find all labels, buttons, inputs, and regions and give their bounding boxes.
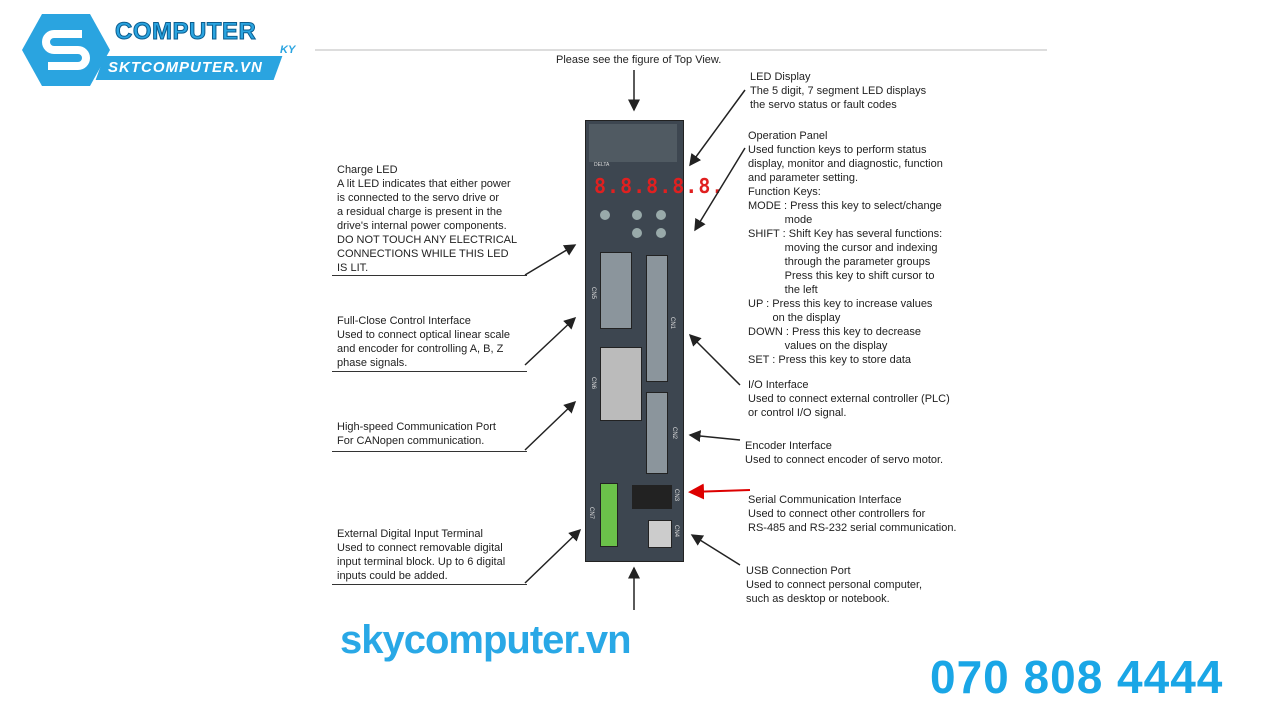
cn1-port bbox=[646, 255, 668, 382]
callout-title: Operation Panel bbox=[748, 130, 828, 142]
cn4-usb-port bbox=[648, 520, 672, 548]
cn6-port bbox=[600, 347, 642, 421]
brand-label: DELTA bbox=[594, 162, 610, 168]
cn7-terminal bbox=[600, 483, 618, 547]
cn2-port bbox=[646, 392, 668, 474]
callout-title: Full-Close Control Interface bbox=[337, 315, 471, 327]
callout-title: Serial Communication Interface bbox=[748, 494, 902, 506]
callout-title: Charge LED bbox=[337, 164, 398, 176]
callout-title: LED Display bbox=[750, 71, 811, 83]
set-button[interactable] bbox=[656, 228, 666, 238]
underline bbox=[332, 451, 527, 452]
callout-charge-led: Charge LED A lit LED indicates that eithe… bbox=[337, 163, 517, 275]
callout-title: Encoder Interface bbox=[745, 440, 832, 452]
phone-number: 070 808 4444 bbox=[930, 651, 1224, 703]
cn3-port bbox=[632, 485, 672, 509]
led-display: 8.8.8.8.8. bbox=[594, 174, 725, 198]
callout-body: A lit LED indicates that either power is… bbox=[337, 178, 518, 274]
callout-title: USB Connection Port bbox=[746, 565, 851, 577]
shift-button[interactable] bbox=[632, 210, 642, 220]
underline bbox=[332, 275, 527, 276]
callout-title: High-speed Communication Port bbox=[337, 421, 496, 433]
down-button[interactable] bbox=[632, 228, 642, 238]
mode-button[interactable] bbox=[600, 210, 610, 220]
callout-body: Used function keys to perform status dis… bbox=[748, 144, 943, 366]
callout-body: Used to connect removable digital input … bbox=[337, 542, 506, 582]
callout-title: I/O Interface bbox=[748, 379, 809, 391]
logo-hexagon-icon bbox=[22, 14, 110, 86]
top-caption: Please see the figure of Top View. bbox=[556, 54, 722, 66]
cn5-port bbox=[600, 252, 632, 329]
callout-body: Used to connect personal computer, such … bbox=[746, 579, 923, 605]
callout-body: Used to connect encoder of servo motor. bbox=[745, 454, 944, 466]
callout-body: Used to connect optical linear scale and… bbox=[337, 329, 511, 369]
underline bbox=[332, 371, 527, 372]
callout-title: External Digital Input Terminal bbox=[337, 528, 483, 540]
logo-url: SKTCOMPUTER.VN bbox=[108, 59, 263, 76]
divider bbox=[315, 49, 1047, 51]
logo-wordmark: COMPUTER bbox=[114, 18, 257, 46]
underline bbox=[332, 584, 527, 585]
callout-body: For CANopen communication. bbox=[337, 435, 485, 447]
display-window bbox=[589, 124, 677, 162]
up-button[interactable] bbox=[656, 210, 666, 220]
logo-suffix: KY bbox=[280, 44, 296, 56]
callout-body: Used to connect other controllers for RS… bbox=[748, 508, 957, 534]
callout-body: The 5 digit, 7 segment LED displays the … bbox=[750, 85, 927, 111]
callout-body: Used to connect external controller (PLC… bbox=[748, 393, 950, 419]
watermark: skycomputer.vn bbox=[340, 618, 632, 662]
